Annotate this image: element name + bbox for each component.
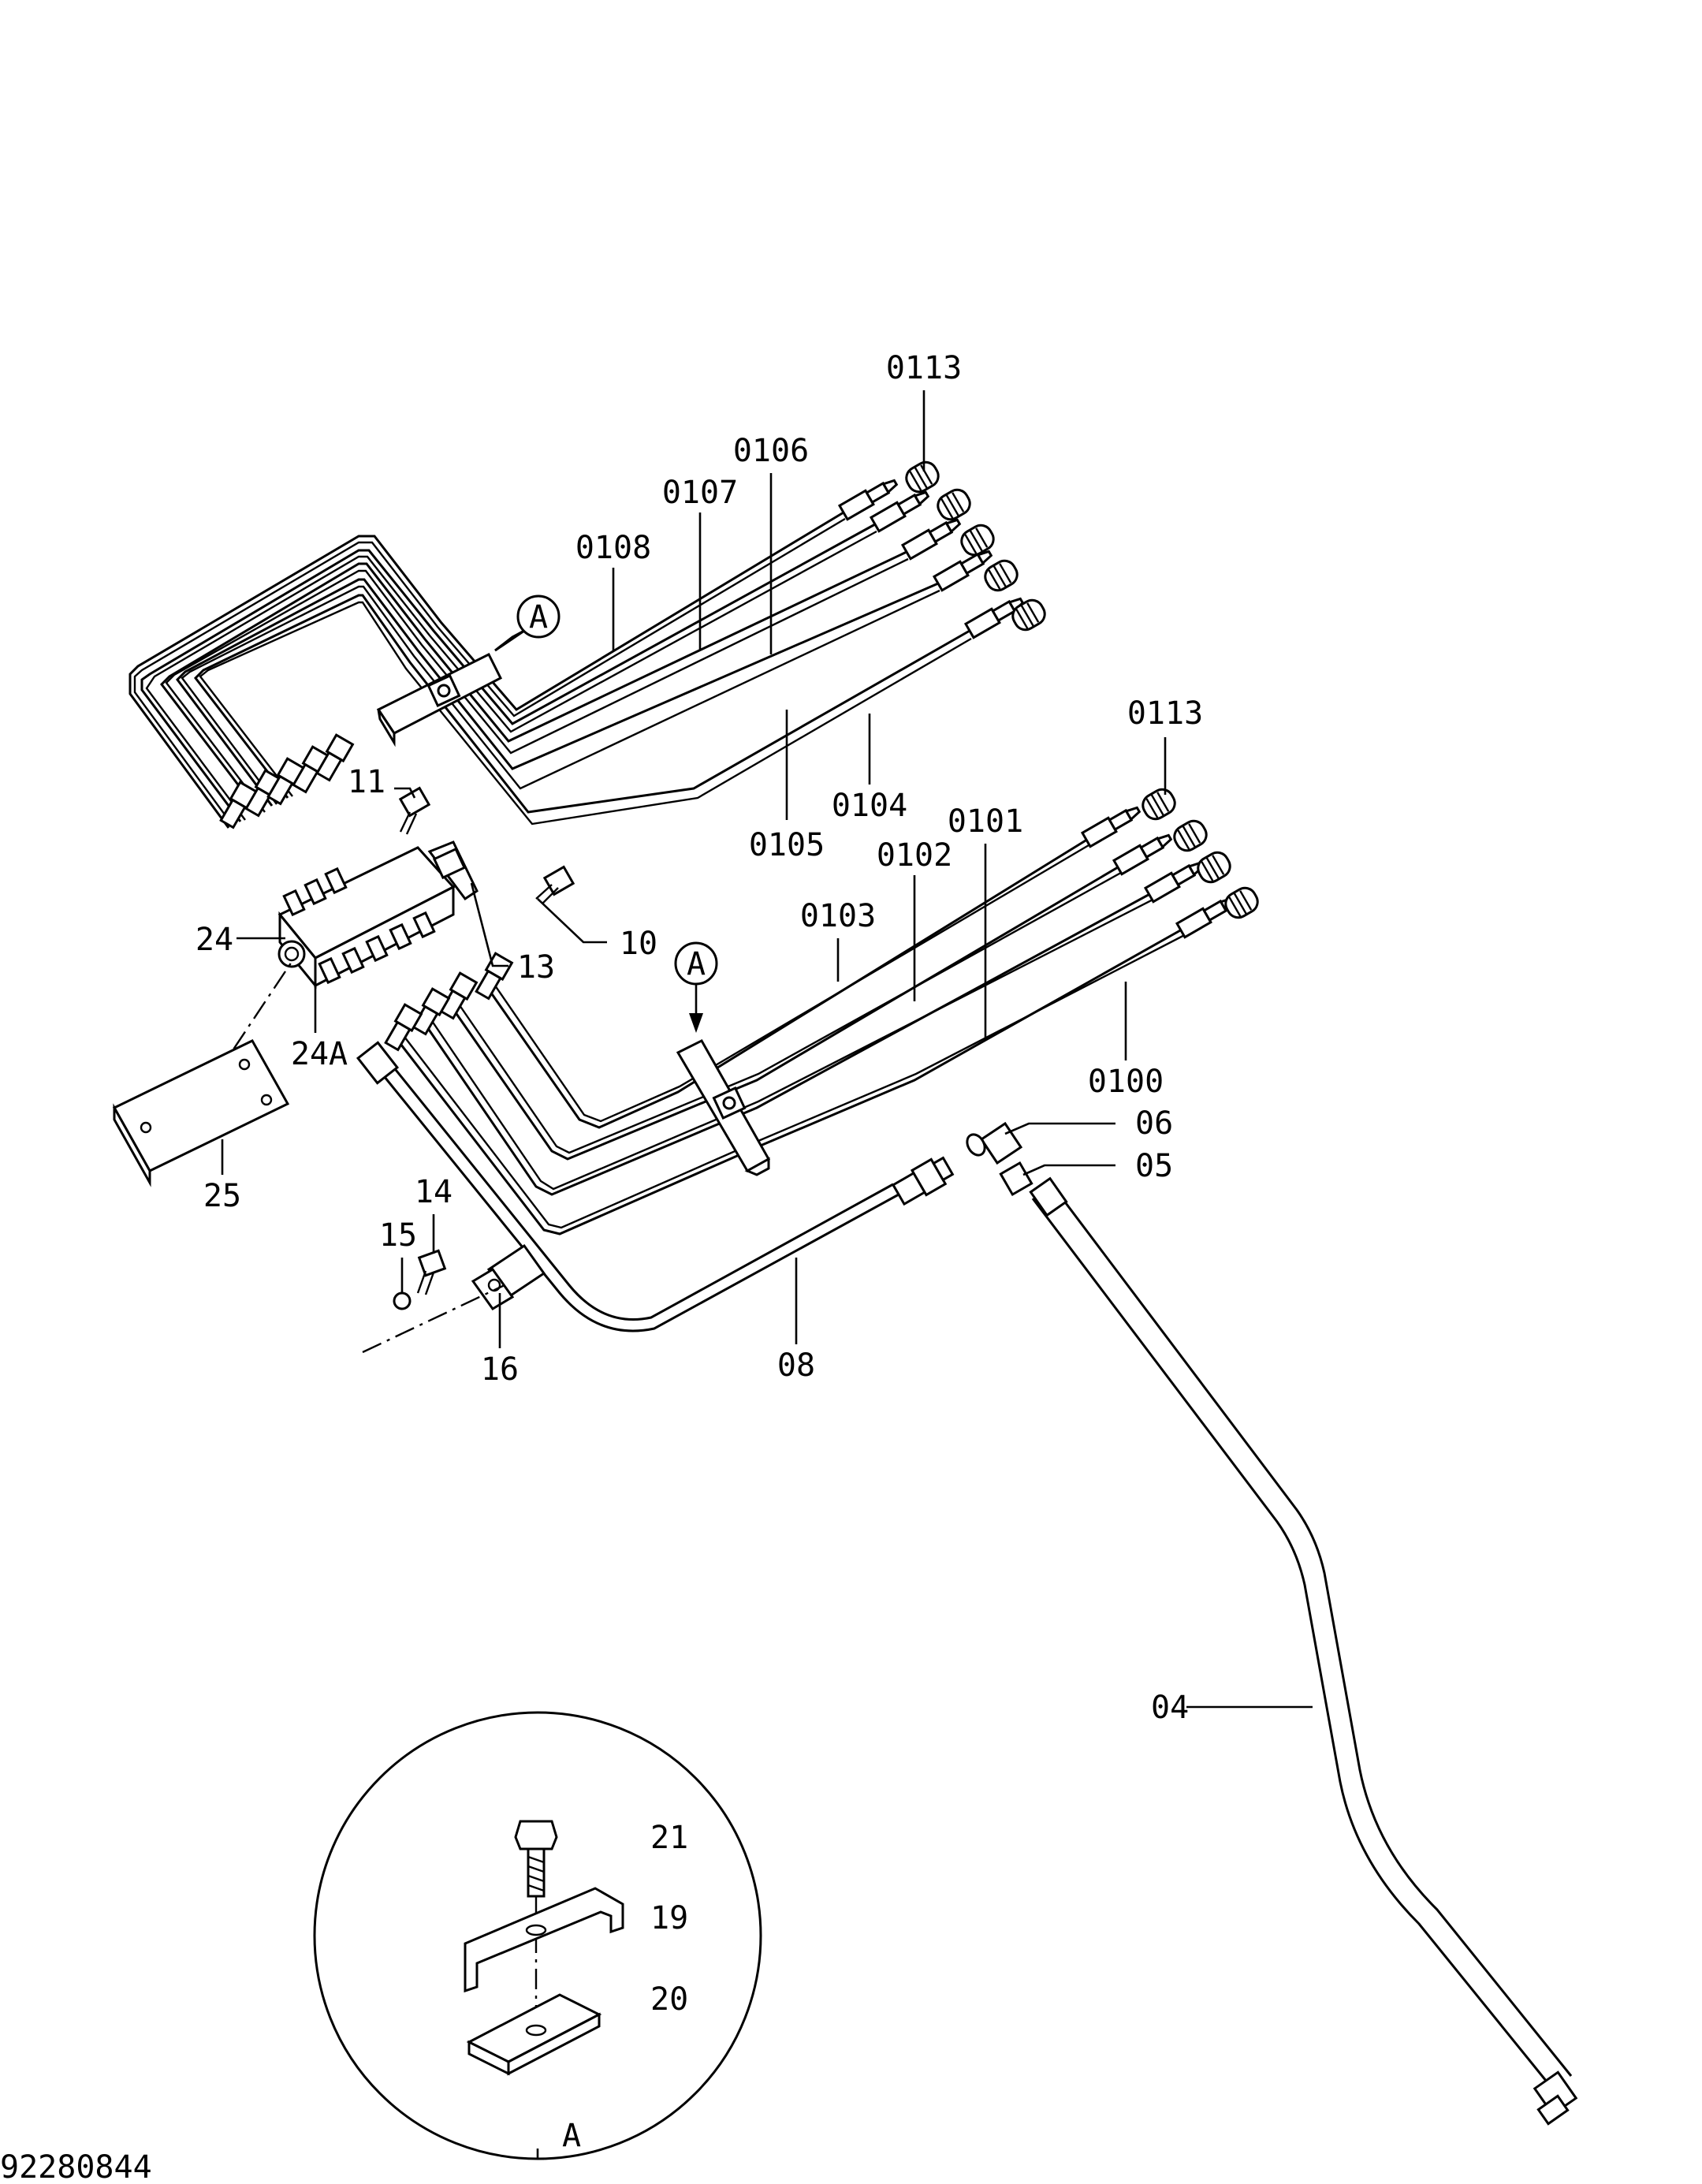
callout-0108: 0108 [575,530,651,566]
adapter-05 [999,1161,1033,1197]
callout-0101: 0101 [948,803,1023,840]
lower-pipe-bundle [397,830,1197,1235]
callout-0100: 0100 [1088,1064,1164,1100]
upper-pipe-fittings [837,479,1025,639]
detail-view-label: A [562,2118,581,2154]
callout-25: 25 [203,1178,241,1214]
callout-04: 04 [1151,1690,1189,1726]
callout-14: 14 [415,1174,453,1210]
section-marker-lower: A [674,941,718,1033]
callout-0113-lower: 0113 [1127,695,1203,732]
callout-13: 13 [517,949,555,986]
callout-0107: 0107 [662,475,738,511]
callout-21: 21 [650,1820,688,1856]
callout-0104: 0104 [832,788,907,824]
plate-20 [466,1993,602,2076]
leader-lines [221,390,1313,2000]
section-marker-upper: A [494,594,561,652]
callout-0103: 0103 [800,898,876,934]
bracket-19 [464,1887,624,1993]
callout-0106: 0106 [733,433,809,469]
bolt-11 [398,786,431,835]
callout-10: 10 [620,926,657,962]
lower-pipe-fittings [1080,806,1236,939]
bolt-10 [535,865,575,904]
clamp-upper [376,652,503,747]
centerline-16 [362,1284,505,1354]
callout-20: 20 [650,1981,688,2018]
part-13-bracket [427,840,479,901]
pipe-08 [356,1041,955,1332]
callout-24: 24 [196,922,233,958]
section-marker-upper-text: A [529,599,548,635]
callout-06: 06 [1135,1105,1173,1142]
callout-15: 15 [379,1217,417,1254]
section-marker-lower-text: A [687,946,706,982]
callout-0113-upper: 0113 [886,350,962,386]
upper-manifold-fittings [219,733,355,829]
callout-11: 11 [348,764,385,800]
hose-04 [1029,1176,1578,2126]
callout-24a: 24A [291,1036,348,1072]
drawing-number: 92280844 [0,2149,152,2184]
callout-0102: 0102 [877,837,952,874]
manifold-block [277,846,456,990]
bolt-21 [514,1820,558,1898]
clamp-16 [471,1243,546,1310]
washer-15 [393,1291,412,1310]
callout-08: 08 [777,1347,815,1384]
callout-19: 19 [650,1900,688,1936]
clamp-lower [676,1039,771,1176]
detail-view-a: A [313,1711,762,2160]
caps-upper [905,460,1046,632]
callout-0105: 0105 [749,827,825,863]
plate-25 [112,1039,290,1187]
callout-16: 16 [481,1351,519,1388]
lower-manifold-fittings [384,952,514,1052]
upper-pipe-bundle [128,511,972,829]
caps-lower [1141,788,1259,919]
callout-05: 05 [1135,1148,1173,1184]
elbow-06 [966,1121,1023,1165]
callout-labels: 0113 0106 0107 0108 0105 0104 0113 0101 … [196,350,1203,2018]
bolt-14 [416,1249,447,1295]
